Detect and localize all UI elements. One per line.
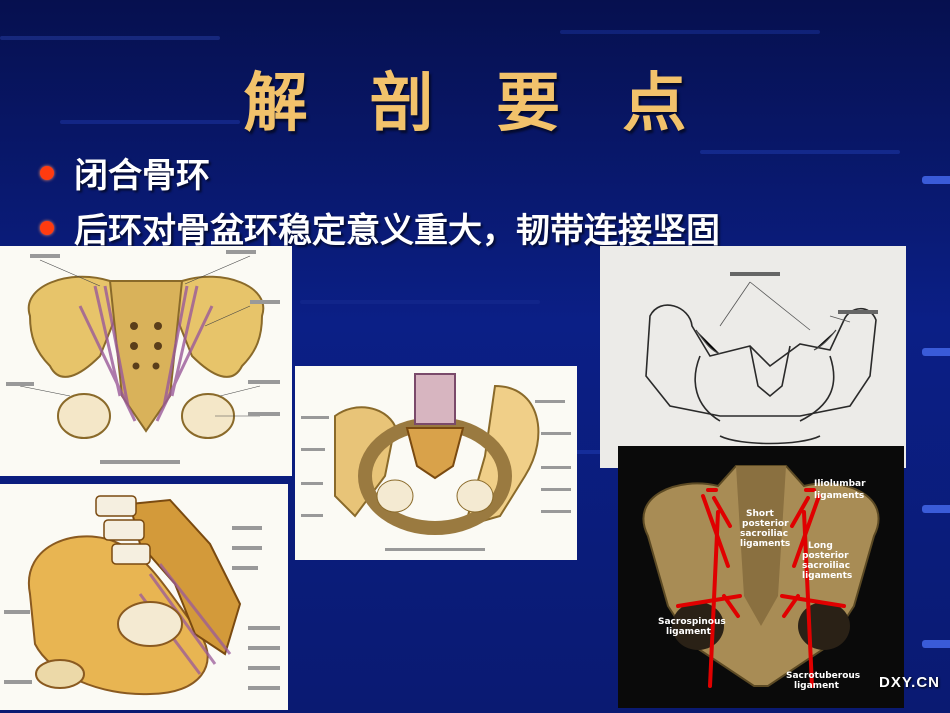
label-long-posterior: Long <box>808 541 833 551</box>
label-sacrotuberous: Sacrotuberous <box>786 671 860 681</box>
background-streak <box>560 30 820 34</box>
background-streak <box>300 300 540 304</box>
figure-pelvis-posterior <box>0 246 292 476</box>
background-streak <box>700 150 900 154</box>
background-streak <box>60 120 240 124</box>
label-short-posterior: sacroiliac <box>740 529 788 539</box>
label-short-posterior: ligaments <box>740 539 790 549</box>
bullet-item: 闭合骨环 <box>40 148 210 197</box>
background-streak <box>0 36 220 40</box>
label-iliolumbar: Iliolumbar <box>814 479 866 489</box>
decor-bar <box>922 505 950 513</box>
decor-bar <box>922 640 950 648</box>
figure-pelvis-superior <box>295 366 577 560</box>
label-long-posterior: posterior <box>802 551 849 561</box>
label-sacrotuberous: ligament <box>794 681 840 691</box>
label-iliolumbar: ligaments <box>814 491 864 501</box>
label-sacrospinous: Sacrospinous <box>658 617 726 627</box>
figure-pelvis-sagittal <box>0 484 288 710</box>
figure-ct-3d: Iliolumbar ligaments Short posterior sac… <box>618 446 904 708</box>
label-short-posterior: posterior <box>742 519 789 529</box>
decor-bar <box>922 176 950 184</box>
figure-line-drawing <box>600 246 906 468</box>
bullet-dot-icon <box>40 220 54 235</box>
bullet-dot-icon <box>40 165 54 180</box>
bullet-text: 后环对骨盆环稳定意义重大，韧带连接坚固 <box>74 211 720 251</box>
label-short-posterior: Short <box>746 509 775 519</box>
slide-title: 解 剖 要 点 <box>243 66 707 141</box>
bullet-item: 后环对骨盆环稳定意义重大，韧带连接坚固 <box>40 203 720 252</box>
label-sacrospinous: ligament <box>666 627 712 637</box>
bullet-text: 闭合骨环 <box>74 156 210 196</box>
background-streak <box>560 450 620 454</box>
decor-bar <box>922 348 950 356</box>
label-long-posterior: sacroiliac <box>802 561 850 571</box>
watermark: DXY.CN <box>878 674 940 691</box>
label-long-posterior: ligaments <box>802 571 852 581</box>
